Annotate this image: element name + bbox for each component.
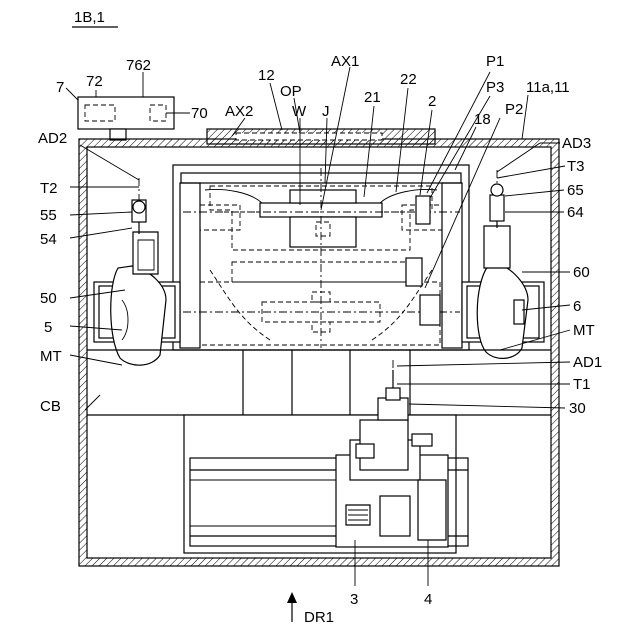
label-70: 70 [191,105,208,122]
label-7: 7 [56,79,64,96]
label-6: 6 [573,298,581,315]
label-t1: T1 [573,376,591,393]
top-cover [207,129,435,144]
label-11a-11: 11a,11 [526,79,570,96]
left-robot [94,178,180,365]
label-3: 3 [350,591,358,608]
label-50: 50 [40,290,57,307]
svg-text:1B,1: 1B,1 [74,9,105,26]
label-dr1: DR1 [304,609,334,626]
label-ax1: AX1 [331,53,359,70]
label-w: W [292,103,307,120]
label-21: 21 [364,89,381,106]
label-64: 64 [567,204,584,221]
label-ad1: AD1 [573,354,602,371]
label-p1: P1 [486,53,504,70]
label-ax2: AX2 [225,103,253,120]
controller-unit [78,97,174,140]
label-j: J [322,103,330,120]
label-72: 72 [86,73,103,90]
conveying-robot [184,360,468,553]
right-robot [462,170,544,358]
processing-apparatus [173,165,469,350]
label-22: 22 [400,71,417,88]
label-2: 2 [428,93,436,110]
label-60: 60 [573,264,590,281]
label-t2: T2 [40,180,58,197]
label-55: 55 [40,207,57,224]
label-mt-right: MT [573,322,595,339]
label-ad3: AD3 [562,135,591,152]
label-op: OP [280,83,302,100]
label-p3: P3 [486,79,504,96]
label-ad2: AD2 [38,130,67,147]
label-12: 12 [258,67,275,84]
label-4: 4 [424,591,432,608]
label-p2: P2 [505,101,523,118]
label-762: 762 [126,57,151,74]
label-54: 54 [40,231,57,248]
label-5: 5 [44,319,52,336]
label-cb: CB [40,398,61,415]
figure-title: 1B,1 [72,9,118,27]
label-18: 18 [474,111,491,128]
label-t3: T3 [567,158,585,175]
label-30: 30 [569,400,586,417]
label-mt-left: MT [40,348,62,365]
label-65: 65 [567,182,584,199]
